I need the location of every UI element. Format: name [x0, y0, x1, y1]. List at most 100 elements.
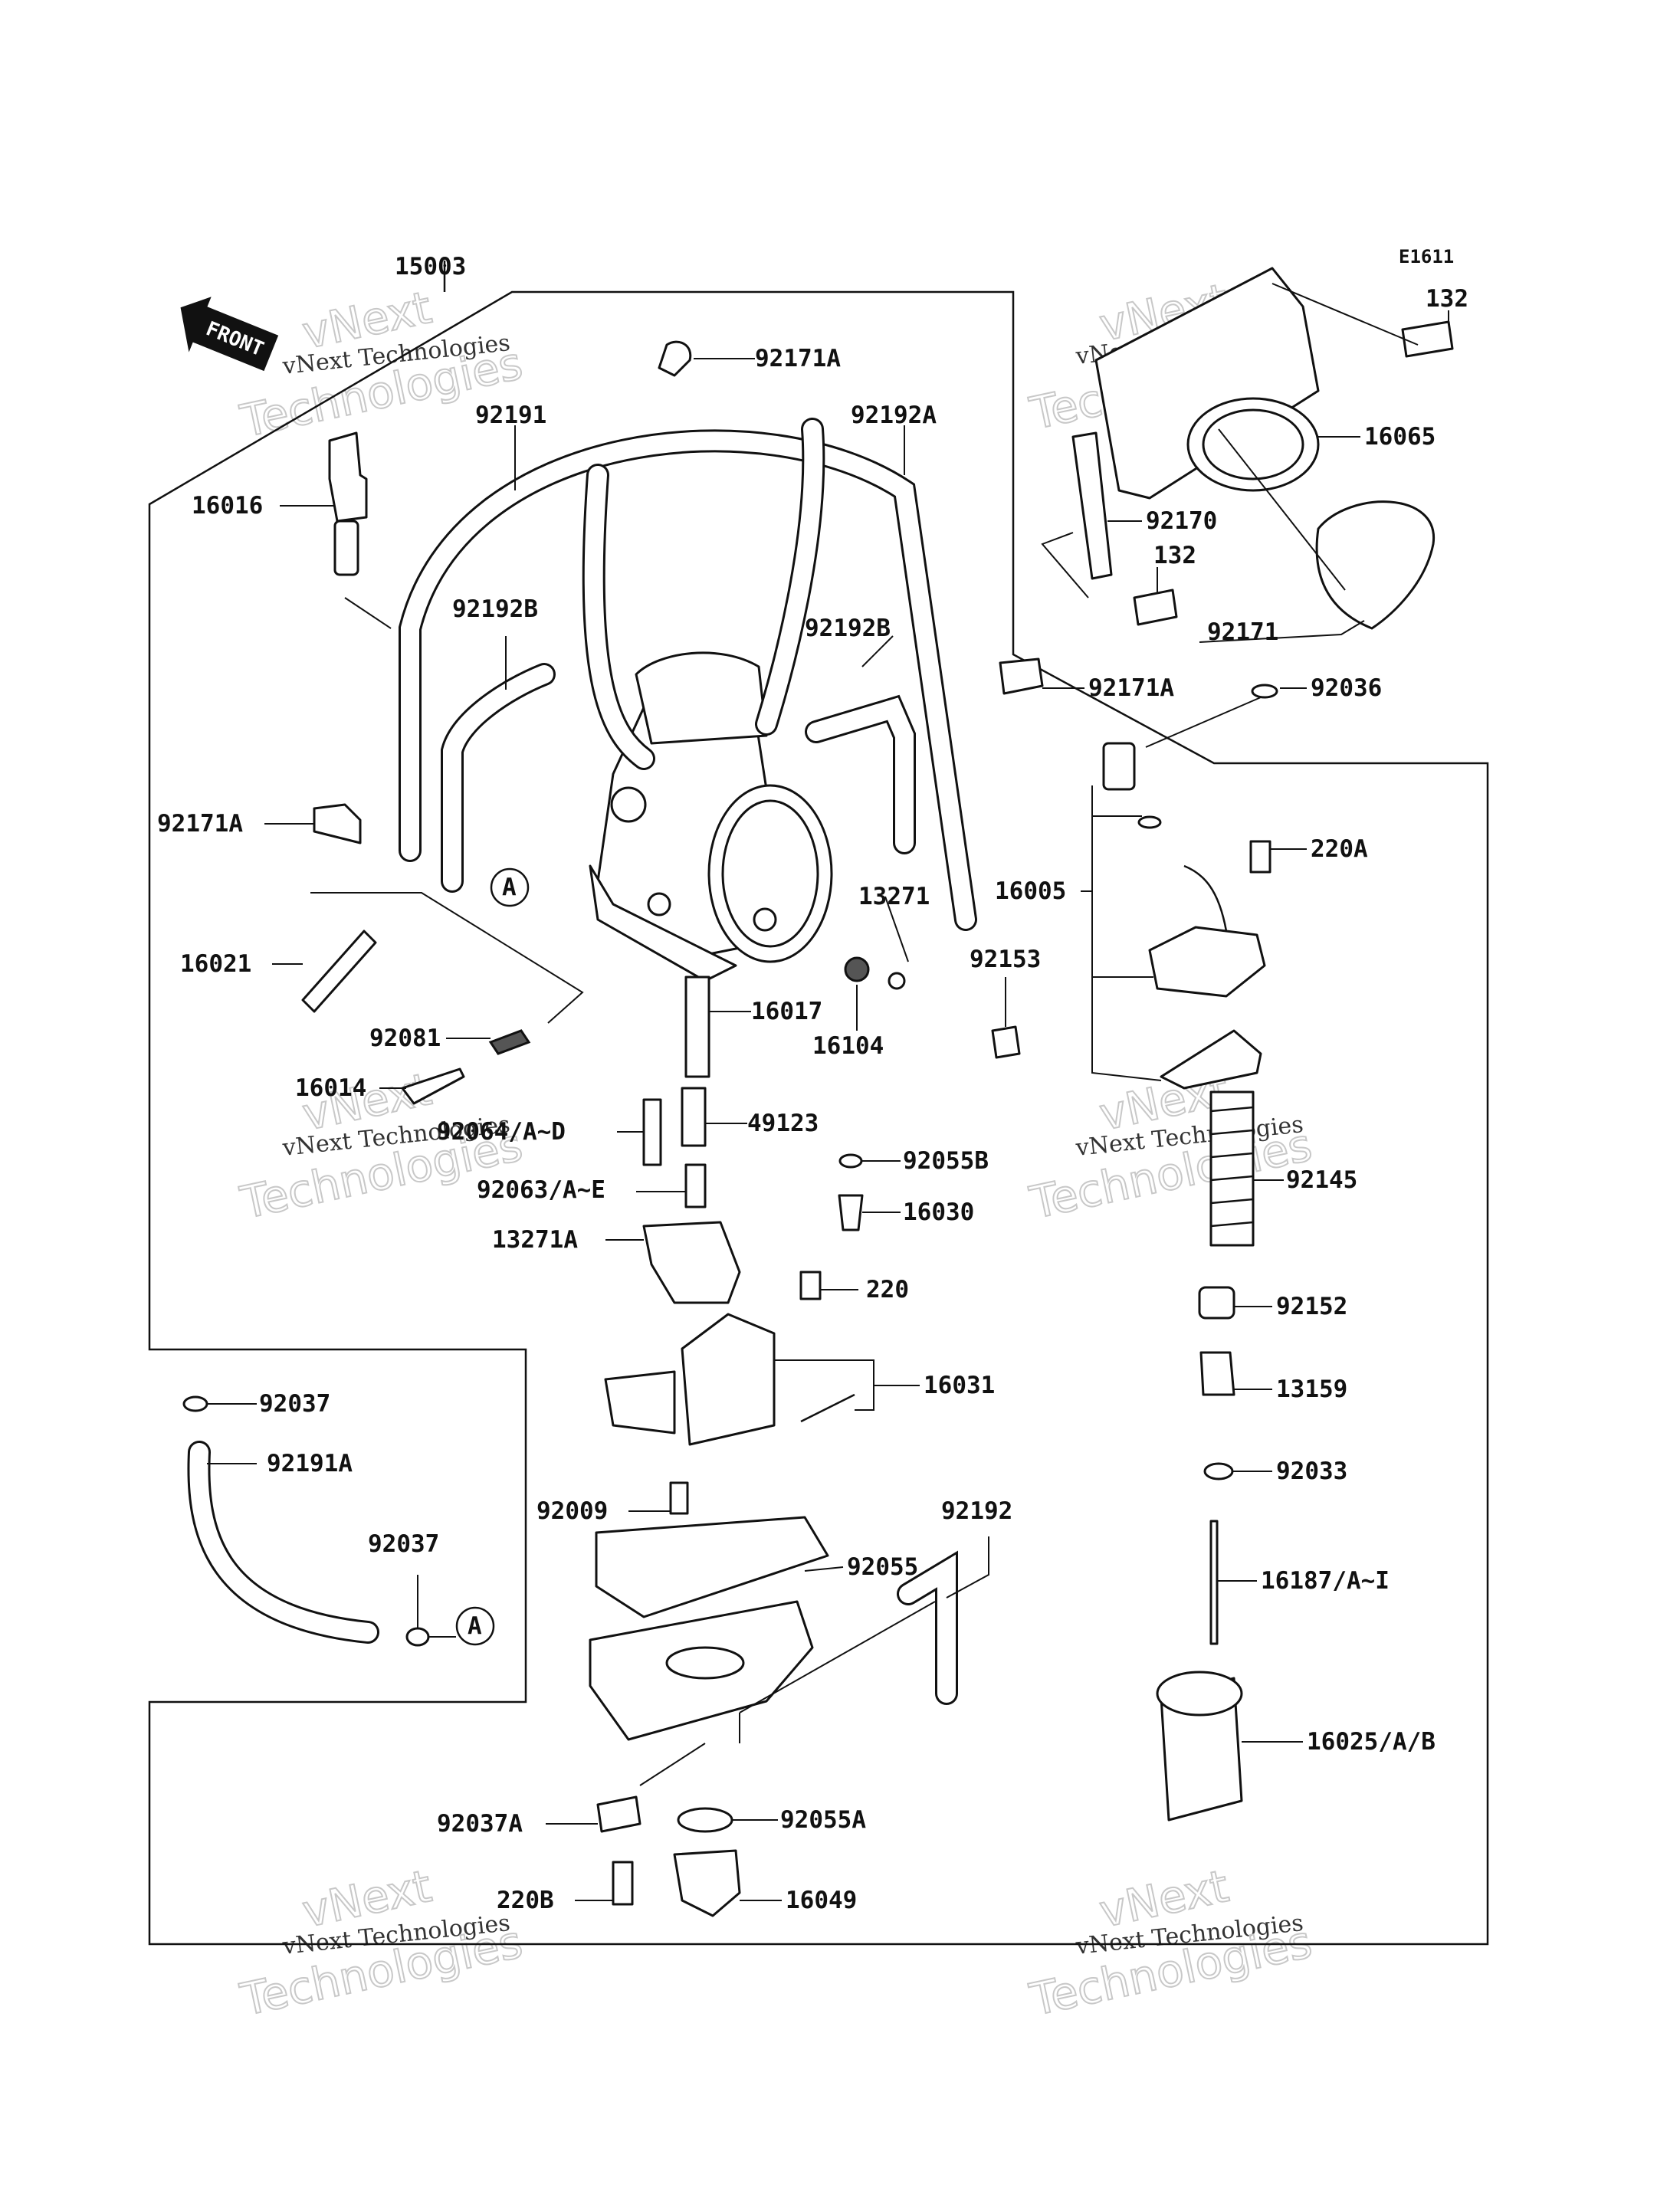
part-92036	[1251, 684, 1278, 699]
label-220A: 220A	[1311, 835, 1368, 863]
part-92170-bracket	[1071, 431, 1113, 580]
svg-text:A: A	[468, 1612, 482, 1640]
part-16005-cover	[1102, 742, 1266, 1090]
part-92055B-oring	[838, 1153, 863, 1169]
label-132-top: 132	[1426, 285, 1468, 313]
label-16025: 16025/A/B	[1307, 1728, 1436, 1756]
part-92009-screw	[669, 1481, 689, 1515]
label-13159: 13159	[1276, 1376, 1347, 1403]
part-13271-ring	[888, 972, 906, 990]
part-13271A-holder	[642, 1221, 741, 1304]
part-16017-tube	[684, 976, 710, 1078]
label-92171: 92171	[1207, 618, 1278, 646]
label-92145: 92145	[1286, 1166, 1357, 1194]
label-16005: 16005	[995, 877, 1066, 905]
label-92191: 92191	[475, 402, 546, 429]
label-92055B: 92055B	[903, 1147, 989, 1175]
label-92192: 92192	[941, 1497, 1012, 1525]
part-92153-screw	[991, 1025, 1021, 1059]
label-16049: 16049	[786, 1887, 857, 1914]
part-92063-jet	[684, 1163, 707, 1208]
label-220: 220	[866, 1276, 909, 1303]
label-92037-mid: 92037	[368, 1530, 439, 1558]
label-92037-top: 92037	[259, 1390, 330, 1418]
label-92064: 92064/A~D	[437, 1118, 566, 1146]
front-arrow-icon: FRONT	[180, 297, 279, 372]
label-92055A: 92055A	[780, 1806, 866, 1834]
watermark-mid-right: vNext Technologies vNext Technologies	[1025, 1062, 1317, 1230]
callout-marker-a-bottom: A	[455, 1606, 495, 1646]
part-16187-needle	[1209, 1520, 1219, 1645]
hose-92192-bottom	[897, 1550, 958, 1705]
part-49123	[681, 1087, 707, 1147]
part-132-bolt-mid	[1133, 589, 1178, 626]
label-92192B-right: 92192B	[805, 615, 891, 642]
part-92037A-bracket	[596, 1795, 641, 1833]
label-92152: 92152	[1276, 1293, 1347, 1320]
label-92009: 92009	[536, 1497, 608, 1525]
label-92033: 92033	[1276, 1458, 1347, 1485]
label-92153: 92153	[970, 946, 1041, 973]
label-15003: 15003	[395, 253, 466, 280]
clip-92171A-top	[658, 340, 692, 377]
label-92036: 92036	[1311, 674, 1382, 702]
part-220A-screw	[1249, 840, 1271, 874]
label-16187: 16187/A~I	[1261, 1567, 1390, 1595]
hose-92191A	[187, 1441, 379, 1644]
assembly-frame	[148, 290, 1489, 1946]
label-92037A: 92037A	[437, 1810, 523, 1838]
carburetor-body	[589, 651, 833, 982]
hose-92192B-left	[441, 663, 556, 893]
part-92064-jet	[642, 1098, 662, 1166]
svg-text:A: A	[502, 874, 517, 901]
label-92171A-left: 92171A	[157, 810, 243, 838]
part-16016-fitting	[328, 431, 368, 576]
diagram-code: E1611	[1399, 246, 1454, 267]
hose-92191	[399, 429, 977, 931]
part-92037-clamp-mid	[405, 1627, 430, 1647]
label-13271: 13271	[858, 883, 930, 910]
part-92033-clip	[1203, 1462, 1234, 1481]
part-13159	[1199, 1351, 1235, 1396]
label-220B: 220B	[497, 1887, 554, 1914]
leader-lines	[207, 283, 1449, 1901]
label-16104: 16104	[812, 1032, 884, 1060]
part-16104	[844, 956, 870, 982]
label-92063: 92063/A~E	[477, 1176, 605, 1204]
part-132-bolt-top	[1401, 320, 1454, 358]
label-16021: 16021	[180, 950, 251, 978]
label-132-mid: 132	[1153, 542, 1196, 569]
part-220B-screw	[612, 1861, 634, 1906]
part-16014-screw	[401, 1067, 465, 1105]
part-92081-spring	[488, 1029, 531, 1055]
label-92171A-right: 92171A	[1088, 674, 1174, 702]
label-16030: 16030	[903, 1199, 974, 1226]
part-92145-spring	[1209, 1090, 1255, 1247]
label-16016: 16016	[192, 492, 263, 520]
part-16031-float	[604, 1313, 855, 1446]
label-16017: 16017	[751, 998, 822, 1025]
part-92152	[1198, 1286, 1235, 1320]
part-16021-screw	[301, 930, 377, 1013]
label-92171A-top: 92171A	[755, 345, 841, 372]
part-92037-clamp-top	[182, 1395, 208, 1412]
label-13271A: 13271A	[492, 1226, 578, 1254]
part-float-bowl	[589, 1600, 814, 1741]
watermark-bottom-left: vNext Technologies vNext Technologies	[235, 1859, 528, 2027]
label-16031: 16031	[924, 1372, 995, 1399]
label-92055: 92055	[847, 1553, 918, 1581]
watermark-bottom-right: vNext Technologies vNext Technologies	[1025, 1859, 1317, 2027]
label-92081: 92081	[369, 1025, 441, 1052]
label-92192A: 92192A	[851, 402, 937, 429]
label-92191A: 92191A	[267, 1450, 353, 1477]
part-16049-plug	[673, 1849, 741, 1917]
part-16030-needle-valve	[838, 1194, 864, 1231]
callout-marker-a-top: A	[490, 867, 530, 907]
part-16065-intake-boot	[1094, 267, 1320, 500]
label-92192B-left: 92192B	[452, 595, 538, 623]
label-92170: 92170	[1146, 507, 1217, 535]
part-92055-gasket	[595, 1516, 829, 1618]
hose-92192B-right	[805, 694, 916, 854]
part-220-screw	[799, 1271, 822, 1300]
